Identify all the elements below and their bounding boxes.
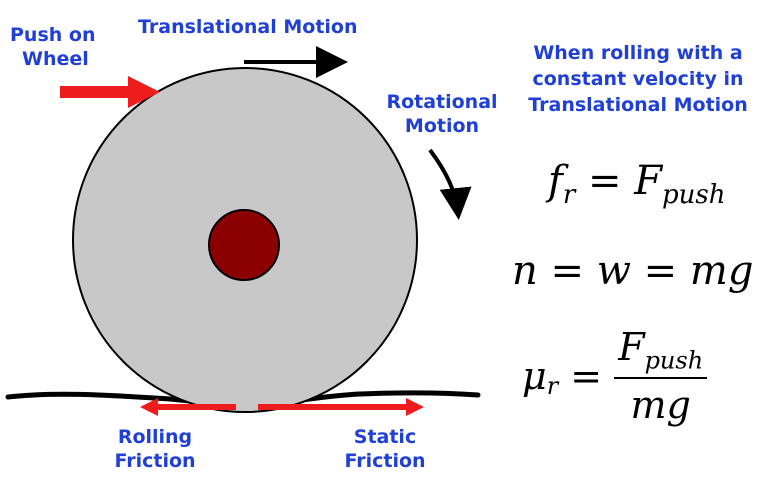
eq1-rhs: F xyxy=(634,158,662,204)
static-friction-line: Friction xyxy=(344,450,426,472)
eq3-op: = xyxy=(558,353,615,398)
rotational-line: Rotational xyxy=(386,91,498,113)
eq1-op: = xyxy=(575,158,635,204)
push-on-wheel-label: Push on Wheel xyxy=(10,23,95,71)
equation-friction-equals-push: fr = Fpush xyxy=(548,158,725,210)
condition-line-1: When rolling with a xyxy=(533,42,743,64)
condition-line-3: Translational Motion xyxy=(528,94,748,116)
rolling-line: Rolling xyxy=(117,426,193,448)
motion-line: Motion xyxy=(404,115,480,137)
eq3-fraction: Fpush mg xyxy=(614,325,708,427)
rolling-friction-line: Friction xyxy=(114,450,196,472)
eq3-num: F xyxy=(618,325,645,369)
equation-normal-force: n = w = mg xyxy=(512,248,753,294)
wheel-line: Wheel xyxy=(22,48,89,70)
static-line: Static xyxy=(353,426,417,448)
push-on-line: Push on xyxy=(10,24,96,46)
eq2-text: n = w = mg xyxy=(512,248,754,294)
static-friction-arrow xyxy=(258,398,424,416)
rotational-arrow xyxy=(428,148,472,220)
eq3-numerator: Fpush xyxy=(614,325,708,379)
wheel-hub xyxy=(208,209,280,281)
push-arrow xyxy=(60,76,160,108)
rotational-motion-label: Rotational Motion xyxy=(380,90,504,138)
eq1-lhs-sub: r xyxy=(562,180,576,210)
equation-rolling-coefficient: μr = Fpush mg xyxy=(522,325,708,427)
condition-text: When rolling with a constant velocity in… xyxy=(508,40,768,118)
eq1-lhs: f xyxy=(548,158,563,204)
condition-line-2: constant velocity in xyxy=(532,68,744,90)
translational-motion-label: Translational Motion xyxy=(138,16,358,38)
eq1-rhs-sub: push xyxy=(661,180,726,210)
static-friction-label: Static Friction xyxy=(330,425,440,473)
eq3-num-sub: push xyxy=(644,346,704,375)
rolling-friction-label: Rolling Friction xyxy=(100,425,210,473)
rolling-friction-arrow xyxy=(140,398,236,416)
eq3-lhs: μ xyxy=(522,353,547,398)
eq3-lhs-sub: r xyxy=(546,371,559,400)
eq3-denominator: mg xyxy=(630,382,691,427)
